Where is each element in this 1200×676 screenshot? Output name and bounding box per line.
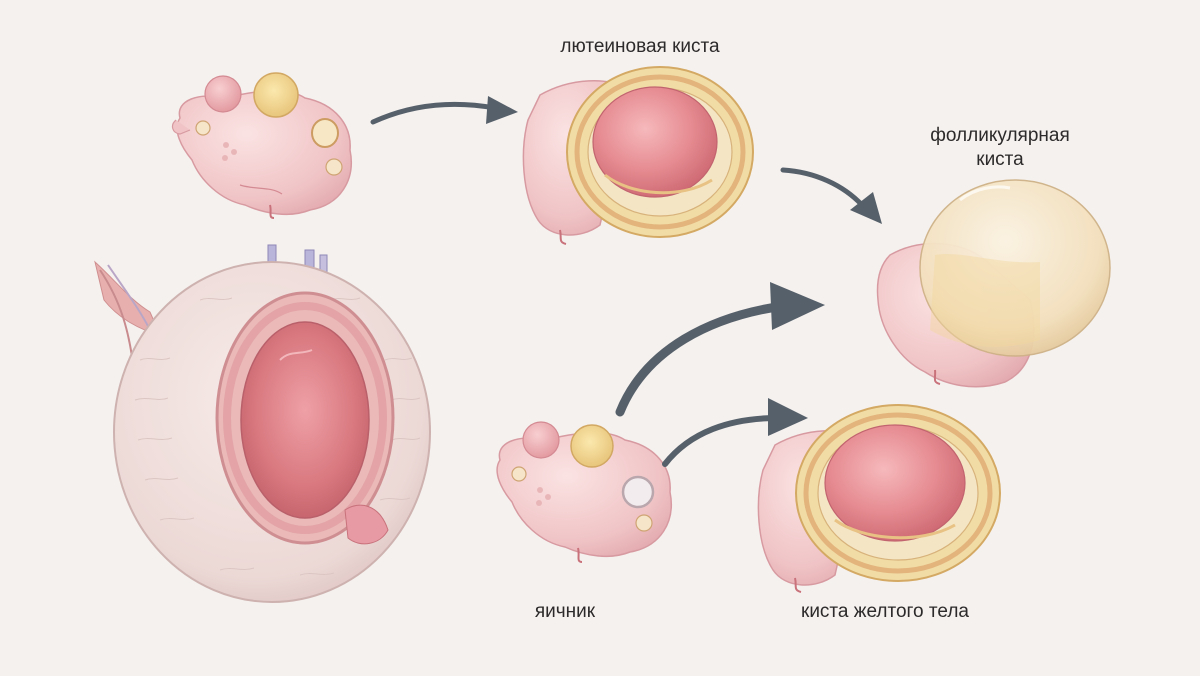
- label-follicular-cyst: фолликулярная киста: [900, 124, 1100, 172]
- follicular-cyst-illustration: [878, 180, 1111, 387]
- label-ovary: яичник: [505, 600, 625, 624]
- arrow-icon: [373, 96, 518, 124]
- label-corpus-luteum-cyst: киста желтого тела: [760, 600, 1010, 624]
- label-lutein-cyst: лютеиновая киста: [520, 35, 760, 59]
- small-ovary-bottom: [497, 422, 671, 562]
- arrow-icon: [783, 170, 882, 224]
- label-follicular-cyst-line2: киста: [900, 148, 1100, 172]
- lutein-cyst-illustration: [523, 67, 753, 244]
- corpus-luteum-cyst-illustration: [758, 405, 1000, 592]
- small-ovary-top: [173, 73, 352, 218]
- large-ovary-cross-section: [95, 245, 430, 602]
- arrow-icon: [620, 282, 825, 412]
- label-follicular-cyst-line1: фолликулярная: [900, 124, 1100, 148]
